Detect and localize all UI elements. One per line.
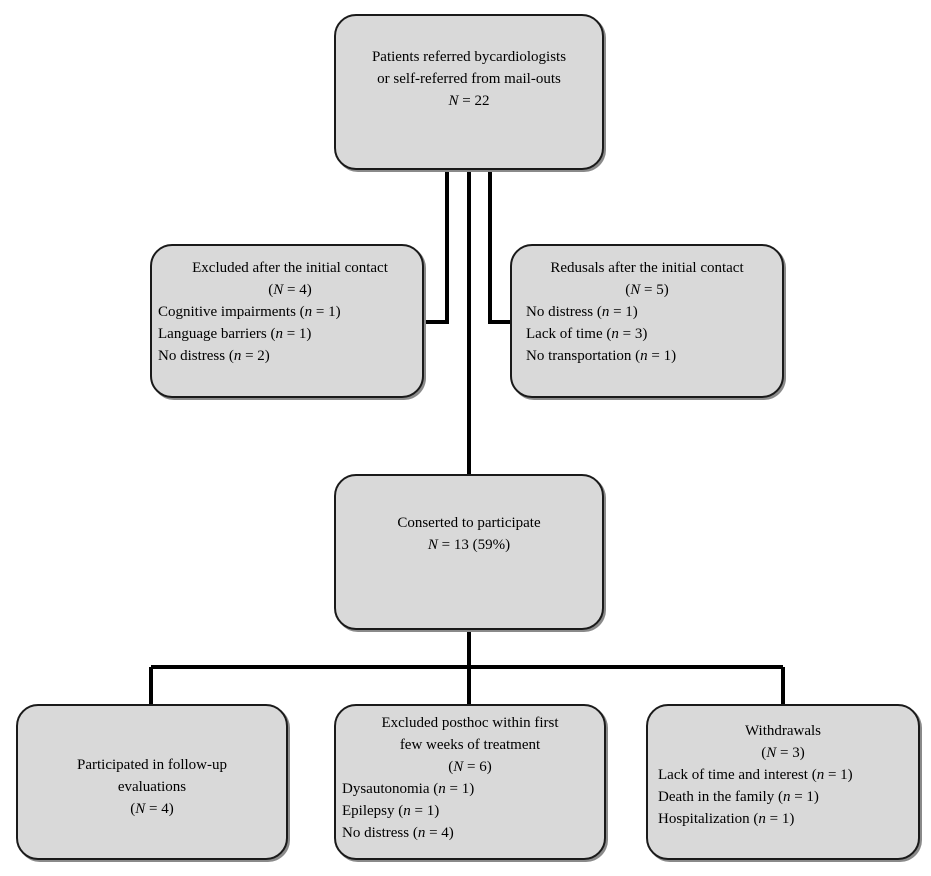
- withdrawals-title: Withdrawals: [744, 723, 822, 739]
- refusals-initial-count: (N = 5): [625, 282, 669, 298]
- participated-line2: evaluations: [117, 779, 187, 795]
- withdrawals-box: Withdrawals (N = 3) Lack of time and int…: [646, 704, 920, 860]
- excluded-initial-item: Language barriers (n = 1): [158, 326, 312, 342]
- excluded-initial-title: Excluded after the initial contact: [192, 260, 388, 276]
- refusals-initial-item: Lack of time (n = 3): [526, 326, 648, 342]
- excluded-posthoc-item: Dysautonomia (n = 1): [342, 781, 475, 797]
- referred-patients-box: Patients referred bycardiologists or sel…: [334, 14, 604, 170]
- refusals-initial-box: Redusals after the initial contact (N = …: [510, 244, 784, 398]
- referred-line1: Patients referred bycardiologists: [371, 49, 567, 65]
- excluded-initial-item: No distress (n = 2): [158, 348, 270, 364]
- refusals-initial-item: No distress (n = 1): [526, 304, 638, 320]
- withdrawals-count: (N = 3): [761, 745, 805, 761]
- excluded-posthoc-item: No distress (n = 4): [342, 825, 454, 841]
- refusals-initial-item: No transportation (n = 1): [526, 348, 677, 364]
- consented-line1: Conserted to participate: [397, 515, 541, 531]
- participated-count: (N = 4): [130, 801, 174, 817]
- withdrawals-item: Death in the family (n = 1): [658, 789, 819, 805]
- excluded-posthoc-box: Excluded posthoc within first few weeks …: [334, 704, 606, 860]
- excluded-posthoc-line1: Excluded posthoc within first: [381, 715, 559, 731]
- excluded-initial-box: Excluded after the initial contact (N = …: [150, 244, 424, 398]
- withdrawals-item: Lack of time and interest (n = 1): [658, 767, 853, 783]
- consented-box: Conserted to participate N = 13 (59%): [334, 474, 604, 630]
- excluded-initial-count: (N = 4): [268, 282, 312, 298]
- referred-line2: or self-referred from mail-outs: [377, 71, 561, 87]
- excluded-initial-item: Cognitive impairments (n = 1): [158, 304, 341, 320]
- participated-line1: Participated in follow-up: [77, 757, 227, 773]
- withdrawals-item: Hospitalization (n = 1): [658, 811, 795, 827]
- excluded-posthoc-count: (N = 6): [448, 759, 492, 775]
- participated-box: Participated in follow-up evaluations (N…: [16, 704, 288, 860]
- excluded-posthoc-line2: few weeks of treatment: [399, 737, 541, 753]
- consented-count: N = 13 (59%): [427, 537, 511, 553]
- excluded-posthoc-item: Epilepsy (n = 1): [342, 803, 440, 819]
- connector-to-refusals: [488, 170, 510, 324]
- connector-to-excluded: [424, 170, 449, 324]
- referred-count: N = 22: [448, 93, 490, 109]
- refusals-initial-title: Redusals after the initial contact: [550, 260, 744, 276]
